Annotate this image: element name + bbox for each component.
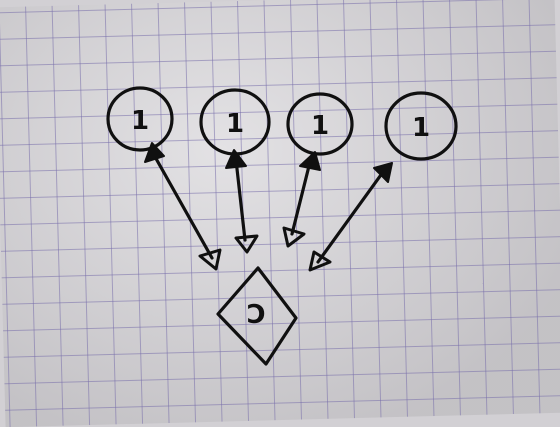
circle-shape bbox=[199, 88, 271, 156]
edge-line bbox=[152, 153, 214, 260]
node-circle-3: 1 bbox=[286, 92, 354, 156]
arrowhead-filled bbox=[144, 142, 165, 163]
arrowhead-open bbox=[308, 250, 332, 272]
edge-n2-d1 bbox=[225, 149, 259, 254]
edge-n1-d1 bbox=[144, 142, 222, 271]
circle-shape bbox=[106, 86, 174, 152]
edge-line bbox=[234, 158, 247, 242]
circle-shape bbox=[384, 91, 458, 161]
arrowhead-open bbox=[198, 248, 222, 271]
arrowhead-open bbox=[282, 226, 306, 248]
diamond-shape bbox=[216, 266, 298, 366]
circle-shape bbox=[286, 92, 354, 156]
node-label: 1 bbox=[226, 109, 244, 139]
edge-line bbox=[316, 170, 385, 264]
node-circle-2: 1 bbox=[199, 88, 271, 156]
node-label: C bbox=[246, 297, 265, 327]
node-diamond: C bbox=[216, 266, 298, 366]
edge-n3-d1 bbox=[282, 151, 321, 248]
node-label: 1 bbox=[131, 106, 149, 136]
edge-line bbox=[290, 160, 312, 236]
arrowhead-filled bbox=[225, 149, 247, 169]
node-label: 1 bbox=[311, 111, 329, 141]
arrowhead-open bbox=[234, 234, 259, 254]
arrowhead-filled bbox=[299, 151, 321, 171]
edge-n4-d1 bbox=[308, 162, 393, 272]
node-circle-4: 1 bbox=[384, 91, 458, 161]
node-circle-1: 1 bbox=[106, 86, 174, 152]
arrowhead-filled bbox=[373, 162, 393, 183]
node-label: 1 bbox=[412, 113, 430, 143]
